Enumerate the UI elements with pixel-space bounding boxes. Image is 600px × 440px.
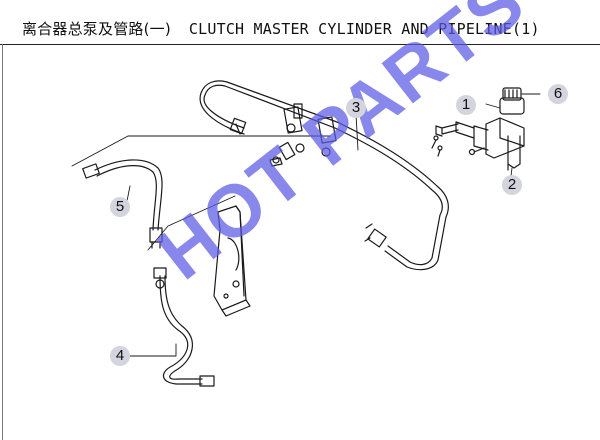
hose-5 bbox=[82, 159, 163, 249]
title-english: CLUTCH MASTER CYLINDER AND PIPELINE(1) bbox=[188, 20, 540, 38]
pipeline-3 bbox=[199, 80, 449, 271]
title-chinese: 离合器总泵及管路(一) bbox=[22, 20, 171, 38]
callout-5: 5 bbox=[110, 197, 130, 217]
mounting-bracket bbox=[213, 205, 251, 317]
pipe-clips bbox=[269, 103, 337, 167]
page-title: 离合器总泵及管路(一) CLUTCH MASTER CYLINDER AND PI… bbox=[22, 18, 540, 39]
callout-1: 1 bbox=[456, 95, 476, 115]
callout-2: 2 bbox=[502, 175, 522, 195]
leader-lines bbox=[71, 93, 541, 357]
pipe-4 bbox=[153, 267, 215, 387]
callout-4: 4 bbox=[110, 346, 130, 366]
callout-3: 3 bbox=[346, 98, 366, 118]
left-border bbox=[2, 44, 3, 440]
callout-6: 6 bbox=[548, 84, 568, 104]
title-divider bbox=[0, 44, 600, 45]
clutch-master-cylinder bbox=[431, 87, 525, 171]
